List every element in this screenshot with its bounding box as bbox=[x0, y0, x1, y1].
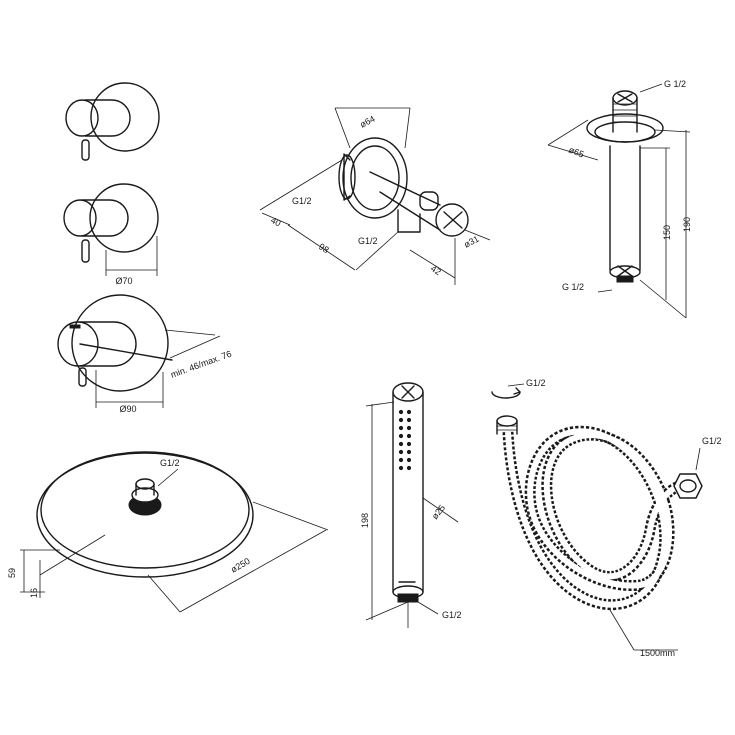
valve-knob-middle bbox=[63, 183, 159, 276]
label-elbow-thread-bottom: G1/2 bbox=[358, 236, 378, 246]
label-valve-large-dia: Ø90 bbox=[119, 404, 136, 414]
label-head-plate: 16 bbox=[29, 588, 39, 598]
hand-shower bbox=[365, 382, 459, 628]
label-elbow-length: 98 bbox=[317, 241, 331, 255]
label-arm-flange-dia: ø65 bbox=[567, 145, 585, 160]
label-arm-total: 190 bbox=[682, 217, 692, 232]
label-valve-small-dia: Ø70 bbox=[115, 276, 132, 286]
label-hand-dia: ø25 bbox=[430, 503, 447, 521]
label-elbow-dia: ø64 bbox=[358, 114, 376, 130]
label-arm-length: 150 bbox=[662, 225, 672, 240]
label-elbow-depth: 40 bbox=[269, 215, 283, 229]
label-hand-length: 198 bbox=[360, 513, 370, 528]
label-hose-thread-right: G1/2 bbox=[702, 436, 722, 446]
label-hose-length: 1500mm bbox=[640, 648, 675, 658]
hand-shower-nozzles bbox=[398, 409, 412, 471]
label-hose-thread-left: G1/2 bbox=[526, 378, 546, 388]
label-head-thread: G1/2 bbox=[160, 458, 180, 468]
label-hand-thread: G1/2 bbox=[442, 610, 462, 620]
label-arm-thread-bottom: G 1/2 bbox=[562, 282, 584, 292]
ceiling-arm bbox=[547, 83, 691, 319]
label-valve-depth: min. 46/max. 76 bbox=[169, 349, 233, 380]
label-elbow-thread-top: G1/2 bbox=[292, 196, 312, 206]
wall-elbow bbox=[259, 107, 491, 285]
label-head-dia: ø250 bbox=[229, 556, 252, 575]
rain-shower-head bbox=[20, 451, 329, 613]
shower-hose bbox=[491, 383, 703, 651]
label-elbow-holder-dia: ø31 bbox=[462, 234, 480, 250]
valve-plate-bottom bbox=[57, 294, 221, 408]
label-elbow-height: 42 bbox=[429, 263, 443, 277]
valve-knob-top bbox=[65, 82, 160, 161]
label-arm-thread-top: G 1/2 bbox=[664, 79, 686, 89]
label-head-height: 59 bbox=[7, 568, 17, 578]
